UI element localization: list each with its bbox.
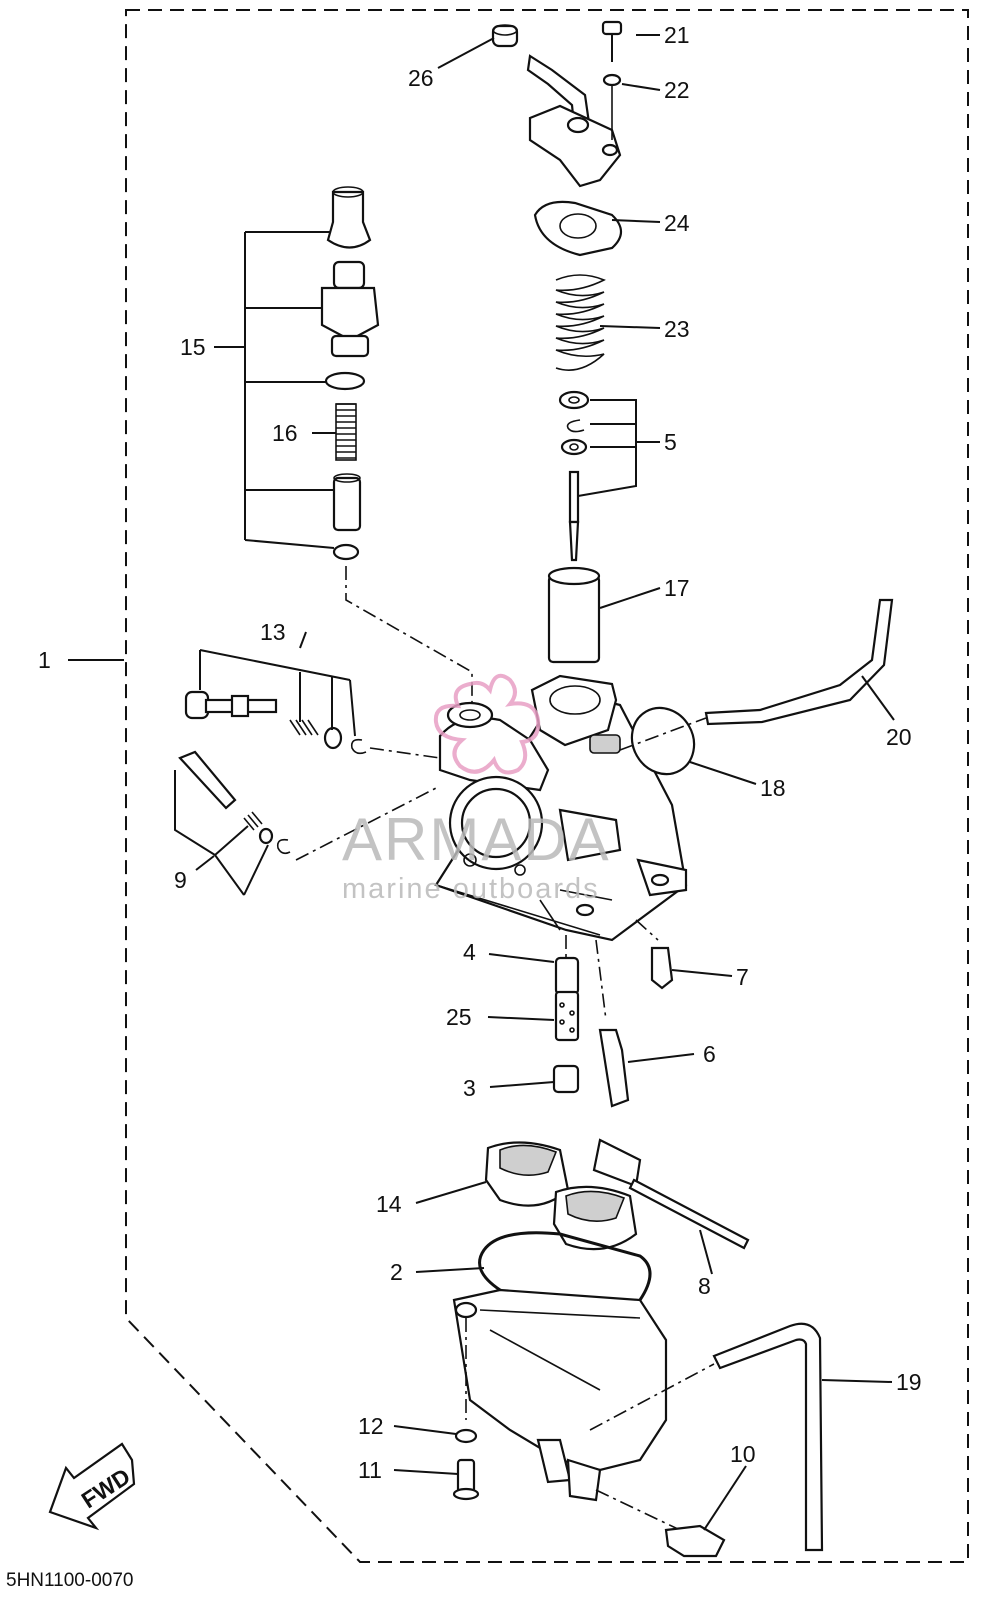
- callout-12: 12: [358, 1413, 384, 1439]
- callout-15: 15: [180, 334, 206, 360]
- callout-2: 2: [390, 1259, 403, 1285]
- callout-labels: 1 2 3 4 5 6 7 8 9 10 11 12 13 14 15 16 1…: [38, 22, 922, 1483]
- callout-17: 17: [664, 575, 690, 601]
- throttle-stop-screw-9: [174, 750, 441, 896]
- callout-19: 19: [896, 1369, 922, 1395]
- pilot-screw-group-13: [184, 649, 441, 759]
- float-bowl-group: [452, 1231, 824, 1558]
- oring-and-hose: [619, 598, 894, 776]
- callout-5: 5: [664, 429, 677, 455]
- diagram-code: 5HN1100-0070: [6, 1570, 133, 1591]
- leader-lines: [68, 34, 895, 1531]
- callout-10: 10: [730, 1441, 756, 1467]
- float-and-pin: [484, 1138, 750, 1251]
- callout-21: 21: [664, 22, 690, 48]
- callout-13: 13: [260, 619, 286, 645]
- callout-22: 22: [664, 77, 690, 103]
- fwd-arrow-icon: [48, 1442, 136, 1531]
- spring-23: [555, 274, 606, 371]
- callout-18: 18: [760, 775, 786, 801]
- callout-4: 4: [463, 939, 476, 965]
- needle-set-5: [558, 390, 590, 562]
- callout-16: 16: [272, 420, 298, 446]
- callout-11: 11: [358, 1457, 382, 1483]
- callout-7: 7: [736, 964, 749, 990]
- watermark-brand: ARMADA: [342, 806, 611, 873]
- callout-14: 14: [376, 1191, 402, 1217]
- starter-plunger-group: [244, 186, 473, 720]
- callout-1: 1: [38, 647, 51, 673]
- callout-24: 24: [664, 210, 690, 236]
- assembly-boundary: [125, 9, 969, 1563]
- callout-3: 3: [463, 1075, 476, 1101]
- callout-25: 25: [446, 1004, 472, 1030]
- watermark-logo-icon: [433, 673, 541, 775]
- watermark: ARMADA marine outboards: [342, 673, 611, 905]
- jets-group: [552, 919, 674, 1108]
- top-cap-assembly: [491, 20, 623, 257]
- callout-20: 20: [886, 724, 912, 750]
- callout-6: 6: [703, 1041, 716, 1067]
- callout-23: 23: [664, 316, 690, 342]
- callout-8: 8: [698, 1273, 711, 1299]
- watermark-tagline: marine outboards: [342, 873, 600, 905]
- fwd-arrow: FWD: [48, 1442, 136, 1531]
- carburetor-body: [434, 674, 688, 942]
- throttle-valve-17: [547, 566, 601, 664]
- callout-9: 9: [174, 867, 187, 893]
- callout-26: 26: [408, 65, 434, 91]
